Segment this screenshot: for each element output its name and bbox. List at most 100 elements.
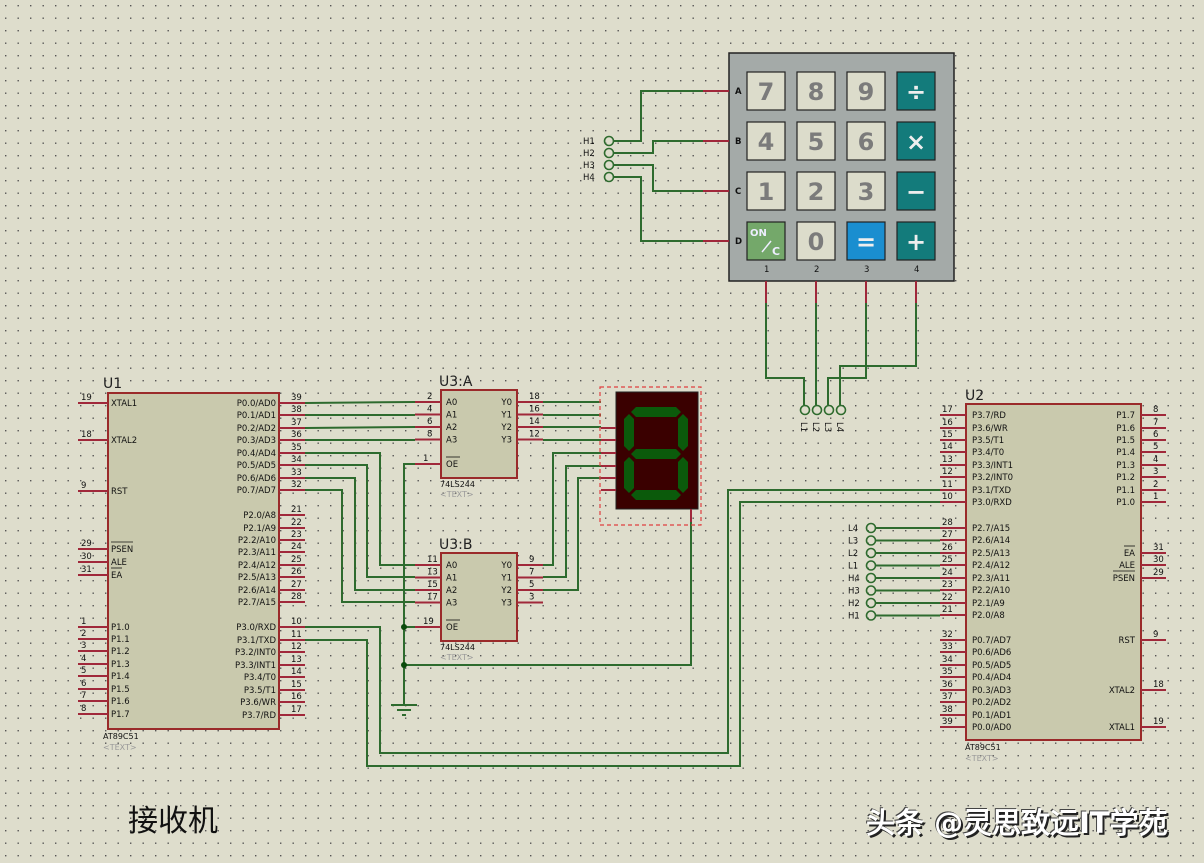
terminal-L1[interactable] — [865, 560, 877, 571]
terminal-L4[interactable] — [835, 404, 847, 416]
u1-pin-label: P0.5/AD5 — [237, 461, 276, 471]
wire-p0-u3a[interactable] — [304, 426, 416, 429]
wire-row-c[interactable] — [614, 164, 703, 192]
key-cap[interactable] — [896, 221, 936, 261]
u3b-74ls244-pin-number: 17 — [427, 593, 438, 603]
u2-pin-label: P1.2 — [1116, 473, 1135, 483]
terminal-H3[interactable] — [865, 585, 877, 596]
terminal-label: L3 — [822, 422, 832, 432]
wire-p04[interactable] — [305, 452, 415, 566]
u2-pin-label: P0.6/AD6 — [972, 648, 1011, 658]
key-cap[interactable] — [846, 171, 886, 211]
wire-p07[interactable] — [305, 489, 415, 603]
u1-pin-number: 8 — [81, 704, 86, 714]
terminal-label: H2 — [583, 149, 595, 159]
key-label: C — [772, 245, 780, 258]
u2-at89c51[interactable]: U217P3.7/RD16P3.6/WR15P3.5/T114P3.4/T013… — [848, 388, 1166, 763]
u2-body[interactable] — [965, 403, 1142, 741]
u1-pin-number: 24 — [291, 542, 302, 552]
wire-col-1[interactable] — [765, 303, 805, 405]
wire-u3b-y2[interactable] — [543, 477, 601, 591]
wire-col-4[interactable] — [839, 303, 917, 405]
key-−[interactable]: − — [896, 171, 936, 211]
key-cap[interactable] — [796, 71, 836, 111]
key-0[interactable]: 0 — [796, 221, 836, 261]
wire-rxd-txd[interactable] — [305, 501, 940, 767]
wire-p06[interactable] — [305, 477, 415, 591]
terminal-L2[interactable] — [811, 404, 823, 416]
key-cap[interactable] — [796, 121, 836, 161]
terminal-H1[interactable] — [603, 135, 615, 147]
u1-pin-label: P3.2/INT0 — [235, 648, 276, 658]
key-3[interactable]: 3 — [846, 171, 886, 211]
terminal-label: L1 — [798, 422, 808, 432]
wire-p0-u3a[interactable] — [304, 401, 416, 404]
u3a-74ls244-pin-number: 12 — [529, 430, 540, 440]
terminal-L3[interactable] — [823, 404, 835, 416]
key-cap[interactable] — [746, 221, 786, 261]
key-1[interactable]: 1 — [746, 171, 786, 211]
key-ON-C[interactable]: ONC — [746, 221, 786, 261]
key-7[interactable]: 7 — [746, 71, 786, 111]
wire-u3b-y1[interactable] — [543, 465, 601, 578]
key-cap[interactable] — [796, 171, 836, 211]
terminal-H2[interactable] — [865, 597, 877, 609]
u2-pin-number: 39 — [942, 717, 953, 727]
terminal-H3[interactable] — [603, 159, 615, 171]
key-6[interactable]: 6 — [846, 121, 886, 161]
u3a-74ls244[interactable]: U3:A2A04A16A28A318Y016Y114Y212Y31OE74LS2… — [415, 374, 543, 499]
key-8[interactable]: 8 — [796, 71, 836, 111]
terminal-H4[interactable] — [603, 171, 615, 183]
key-cap[interactable] — [796, 221, 836, 261]
u2-pin-label: P3.4/T0 — [972, 448, 1004, 458]
key-cap[interactable] — [746, 121, 786, 161]
wire-row-b[interactable] — [614, 140, 703, 154]
wire-txd-rxd[interactable] — [305, 489, 940, 754]
wire-gnd-display[interactable] — [404, 522, 692, 666]
terminal-H2[interactable] — [603, 147, 615, 159]
key-cap[interactable] — [896, 121, 936, 161]
terminal-L3[interactable] — [865, 535, 877, 546]
u1-at89c51[interactable]: U119XTAL118XTAL29RST29PSEN30ALE31EA1P1.0… — [78, 376, 305, 752]
u3a-74ls244-pin-number: 18 — [529, 392, 540, 402]
terminal-L4[interactable] — [865, 522, 877, 534]
u2-pin-label: P1.4 — [1116, 448, 1135, 458]
key-cap[interactable] — [896, 71, 936, 111]
key-cap[interactable] — [746, 71, 786, 111]
terminal-L1[interactable] — [799, 404, 811, 416]
key-÷[interactable]: ÷ — [896, 71, 936, 111]
terminal-H4[interactable] — [865, 572, 877, 584]
u3b-74ls244-body[interactable] — [440, 552, 518, 642]
u2-pin-label: P3.5/T1 — [972, 436, 1004, 446]
key-4[interactable]: 4 — [746, 121, 786, 161]
u2-pin-number: 37 — [942, 692, 953, 702]
wire-u3b-y0[interactable] — [543, 452, 601, 566]
key-=[interactable]: = — [846, 221, 886, 261]
key-slash — [761, 240, 772, 253]
key-5[interactable]: 5 — [796, 121, 836, 161]
u3b-74ls244[interactable]: U3:B11A013A115A217A39Y07Y15Y23Y319OE74LS… — [415, 537, 543, 662]
wire-col-3[interactable] — [827, 303, 867, 405]
key-+[interactable]: + — [896, 221, 936, 261]
terminal-H1[interactable] — [865, 610, 877, 621]
u1-body[interactable] — [107, 392, 280, 730]
key-cap[interactable] — [896, 171, 936, 211]
wire-p05[interactable] — [305, 464, 415, 578]
key-cap[interactable] — [846, 71, 886, 111]
key-cap[interactable] — [846, 121, 886, 161]
key-2[interactable]: 2 — [796, 171, 836, 211]
u1-pin-label: P3.1/TXD — [237, 636, 277, 646]
terminal-L2[interactable] — [865, 547, 877, 559]
u3a-74ls244-body[interactable] — [440, 389, 518, 479]
seven-segment-display[interactable] — [599, 386, 702, 526]
u3a-74ls244-pin-number: 1 — [423, 454, 428, 464]
key-cap[interactable] — [746, 171, 786, 211]
u3b-74ls244-pin-label: Y3 — [500, 599, 512, 609]
wire-row-d[interactable] — [614, 176, 703, 242]
key-9[interactable]: 9 — [846, 71, 886, 111]
key-×[interactable]: × — [896, 121, 936, 161]
wire-row-a[interactable] — [614, 90, 703, 142]
key-cap[interactable] — [846, 221, 886, 261]
